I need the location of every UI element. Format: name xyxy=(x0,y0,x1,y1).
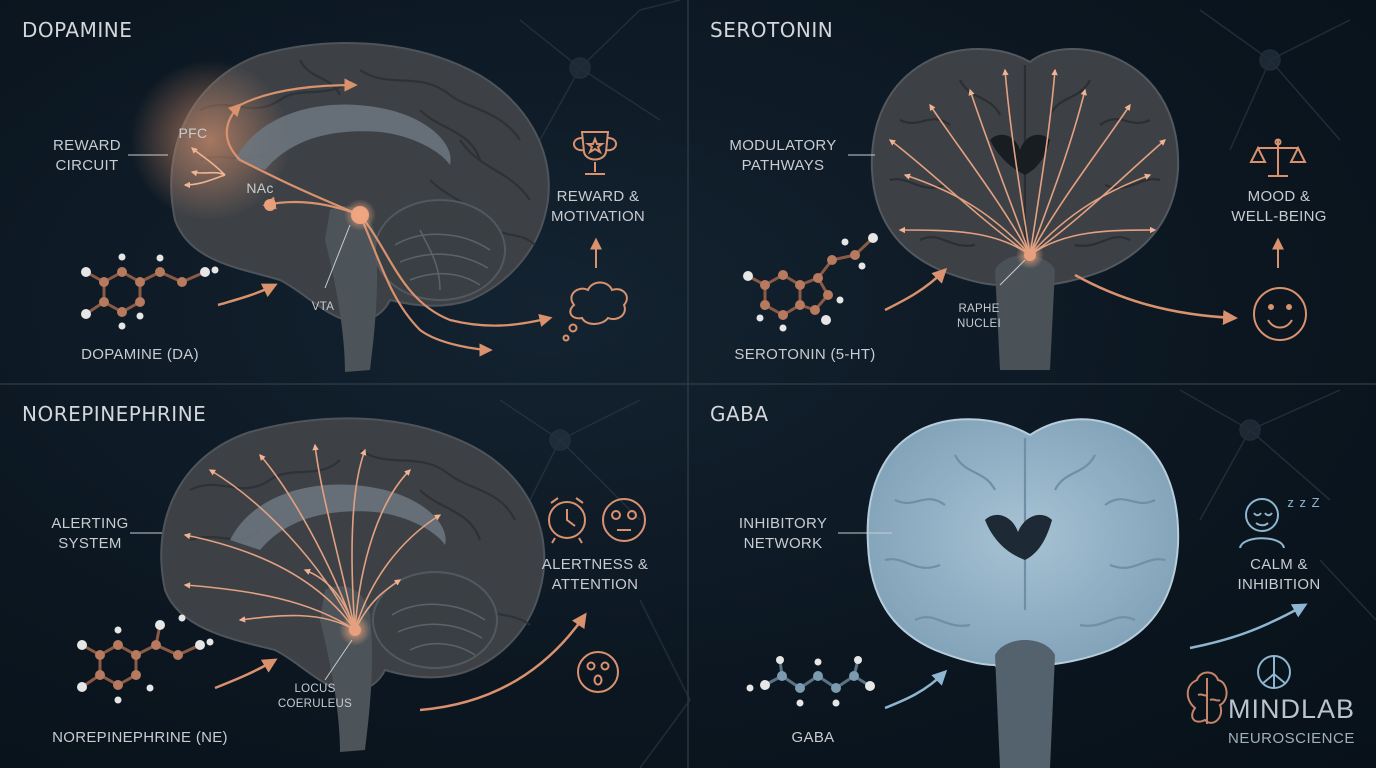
norepinephrine-molecule-label: NOREPINEPHRINE (NE) xyxy=(52,729,228,746)
dopamine-molecule-label: DOPAMINE (DA) xyxy=(81,346,199,363)
mood-wellbeing-label: MOOD & WELL-BEING xyxy=(1231,188,1327,225)
mindlab-logo xyxy=(1186,671,1228,724)
smiley-icon xyxy=(1253,287,1307,341)
nac-label: NAc xyxy=(246,180,274,196)
norepinephrine-title: NOREPINEPHRINE xyxy=(22,402,207,426)
alertness-attention-label: ALERTNESS & ATTENTION xyxy=(541,556,649,593)
pfc-label: PFC xyxy=(178,125,208,141)
trophy-icon xyxy=(573,131,617,175)
reward-motivation-label: REWARD & MOTIVATION xyxy=(550,188,646,225)
gaba-panel xyxy=(746,418,1308,768)
inhibitory-network-label: INHIBITORY NETWORK xyxy=(738,515,828,552)
alerting-system-label: ALERTING SYSTEM xyxy=(51,515,129,552)
serotonin-panel xyxy=(743,48,1307,370)
serotonin-molecule-label: SEROTONIN (5-HT) xyxy=(734,346,876,363)
dopamine-molecule xyxy=(81,253,278,330)
peace-sign-icon xyxy=(1257,655,1291,689)
calm-inhibition-label: CALM & INHIBITION xyxy=(1237,556,1321,593)
surprised-face-icon xyxy=(577,651,619,693)
thought-cloud-icon xyxy=(562,281,628,342)
coronal-brain-gaba xyxy=(838,418,1308,768)
vta-label: VTA xyxy=(311,301,335,313)
locus-coeruleus-label: LOCUS COERULEUS xyxy=(277,683,353,710)
balance-scale-icon xyxy=(1249,138,1307,177)
sagittal-brain-norepinephrine xyxy=(130,417,587,752)
sleep-z-icon: z z Z xyxy=(1287,495,1321,510)
modulatory-pathways-label: MODULATORY PATHWAYS xyxy=(729,137,837,174)
norepinephrine-panel xyxy=(77,417,646,752)
gaba-molecule-label: GABA xyxy=(791,729,835,746)
sagittal-brain-dopamine xyxy=(128,42,553,372)
raphe-nuclei-label: RAPHE NUCLEI xyxy=(957,303,1001,330)
serotonin-title: SEROTONIN xyxy=(710,18,834,42)
brand-name: MINDLAB xyxy=(1228,694,1356,724)
alarm-clock-icon xyxy=(548,497,586,544)
norepinephrine-molecule xyxy=(77,614,278,704)
brand-subtitle: NEUROSCIENCE xyxy=(1228,730,1355,747)
reward-circuit-label: REWARD CIRCUIT xyxy=(53,137,121,174)
alert-face-icon xyxy=(602,498,646,542)
background-neurons xyxy=(499,0,1376,768)
coronal-brain-serotonin xyxy=(848,48,1238,370)
sleeping-person-icon xyxy=(1239,498,1285,549)
gaba-title: GABA xyxy=(710,402,769,426)
serotonin-molecule xyxy=(743,233,948,332)
dopamine-panel xyxy=(81,42,628,372)
gaba-molecule xyxy=(746,656,948,710)
dopamine-title: DOPAMINE xyxy=(22,18,133,42)
